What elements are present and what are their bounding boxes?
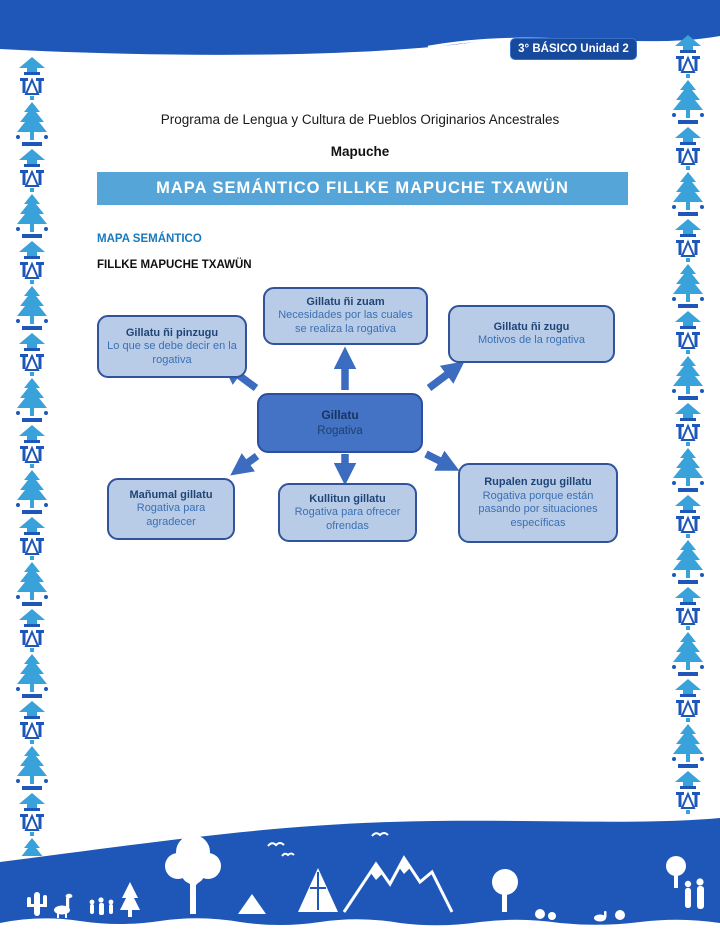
node-body: Necesidades por las cuales se realiza la… [278,309,413,336]
diagram-node-top-center: Gillatu ñi zuam Necesidades por las cual… [263,287,428,345]
program-title: Programa de Lengua y Cultura de Pueblos … [160,112,560,127]
node-body: Lo que se debe decir en la rogativa [107,339,237,366]
landscape-silhouette-footer [0,818,720,932]
diagram-node-bottom-left: Mañumal gillatu Rogativa para agradecer [107,478,235,540]
diagram-node-bottom-right: Rupalen zugu gillatu Rogativa porque est… [458,463,618,543]
diagram-node-top-right: Gillatu ñi zugu Motivos de la rogativa [448,305,615,363]
node-body: Rogativa porque están pasando por situac… [478,489,598,530]
arrow-down-right [424,450,460,471]
node-title: Gillatu ñi zuam [306,296,385,309]
node-body: Rogativa para ofrecer ofrendas [294,505,401,532]
node-body: Rogativa [317,424,363,437]
page-title-banner: MAPA SEMÁNTICO FILLKE MAPUCHE TXAWÜN [97,172,628,205]
node-title: Kullitun gillatu [309,492,386,505]
arrow-up-right [426,361,465,391]
diagram-node-top-left: Gillatu ñi pinzugu Lo que se debe decir … [97,315,247,378]
program-subtitle: Mapuche [330,144,390,159]
node-title: Gillatu [321,408,359,423]
diagram-node-center: Gillatu Rogativa [257,393,423,453]
node-title: Gillatu ñi zugu [493,320,570,333]
node-title: Gillatu ñi pinzugu [125,326,219,339]
section-label: MAPA SEMÁNTICO [97,233,202,245]
section-sublabel: FILLKE MAPUCHE TXAWÜN [97,259,252,271]
node-body: Rogativa para agradecer [136,502,206,529]
diagram-node-bottom-center: Kullitun gillatu Rogativa para ofrecer o… [278,483,417,542]
node-body: Motivos de la rogativa [478,334,585,347]
node-title: Rupalen zugu gillatu [484,476,592,489]
node-title: Mañumal gillatu [129,489,213,502]
arrow-down-left [230,452,260,476]
grade-unit-badge: 3° BÁSICO Unidad 2 [510,38,637,60]
